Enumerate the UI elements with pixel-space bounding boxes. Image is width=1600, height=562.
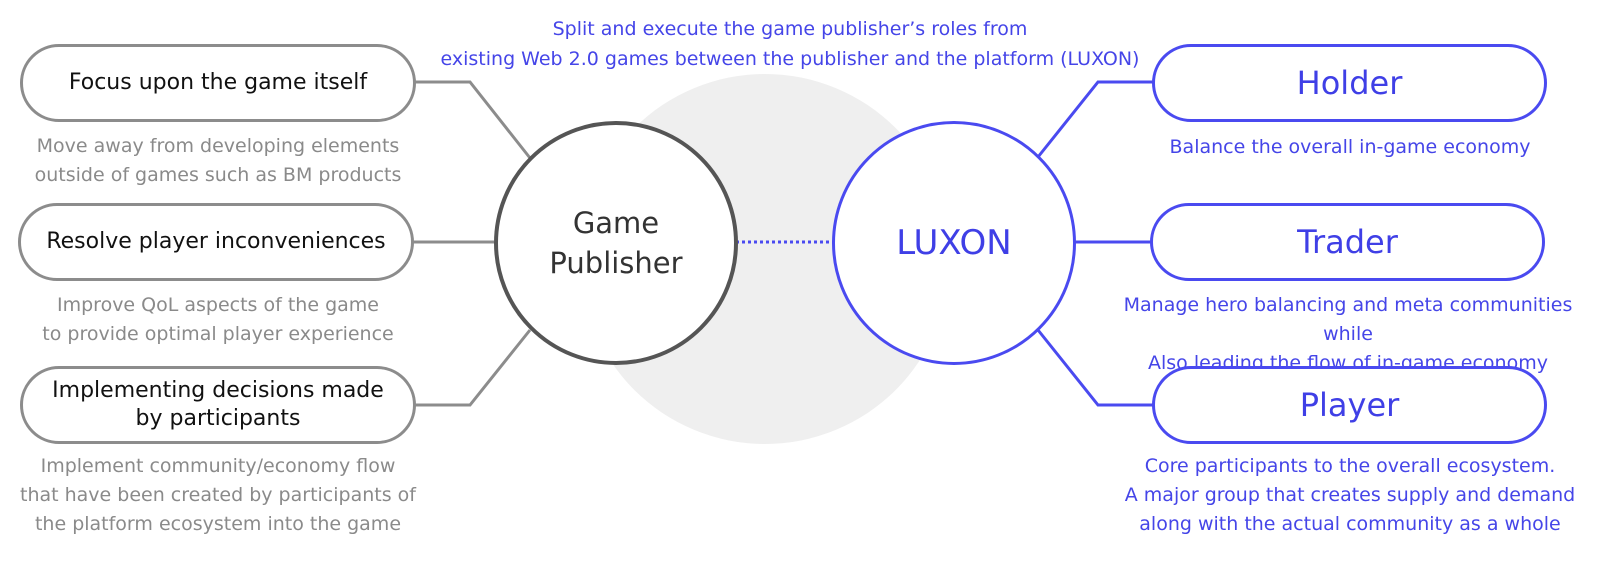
left-desc-resolve: Improve QoL aspects of the game to provi… <box>20 291 416 349</box>
left-desc-focus: Move away from developing elements outsi… <box>20 132 416 190</box>
connector-right-1 <box>1036 80 1155 158</box>
holder-label: Holder <box>1296 64 1403 102</box>
connector-right-3 <box>1036 329 1155 407</box>
left-pill-label: Focus upon the game itself <box>68 70 368 95</box>
left-pill-focus: Focus upon the game itself <box>20 44 416 122</box>
desc-line: along with the actual community as a who… <box>1139 513 1561 535</box>
luxon-circle: LUXON <box>832 121 1076 365</box>
desc-line: that have been created by participants o… <box>20 484 416 506</box>
right-pill-player: Player <box>1152 366 1547 444</box>
publisher-line-2: Publisher <box>549 246 683 280</box>
left-pill-label: Resolve player inconveniences <box>46 229 386 254</box>
desc-line: Implement community/economy flow <box>40 455 396 477</box>
title-line-2: existing Web 2.0 games between the publi… <box>440 48 1140 70</box>
left-pill-label: by participants <box>135 406 301 431</box>
desc-line: Move away from developing elements <box>36 135 400 157</box>
title-line-1: Split and execute the game publisher’s r… <box>552 18 1028 40</box>
desc-line: A major group that creates supply and de… <box>1124 484 1576 506</box>
trader-label: Trader <box>1297 223 1398 261</box>
left-pill-implement: Implementing decisions made by participa… <box>20 366 416 444</box>
publisher-line-1: Game <box>572 206 660 240</box>
left-pill-label: Implementing decisions made <box>52 378 384 403</box>
desc-line: Balance the overall in-game economy <box>1169 136 1531 158</box>
left-pill-resolve: Resolve player inconveniences <box>18 203 414 281</box>
diagram-title: Split and execute the game publisher’s r… <box>400 14 1180 74</box>
right-pill-trader: Trader <box>1150 203 1545 281</box>
right-pill-holder: Holder <box>1152 44 1547 122</box>
desc-line: Manage hero balancing and meta communiti… <box>1123 294 1573 345</box>
left-desc-implement: Implement community/economy flow that ha… <box>14 452 422 539</box>
game-publisher-circle: Game Publisher <box>494 121 738 365</box>
right-desc-player: Core participants to the overall ecosyst… <box>1100 452 1600 539</box>
connector-left-3 <box>408 329 532 407</box>
right-desc-trader: Manage hero balancing and meta communiti… <box>1096 291 1600 378</box>
desc-line: Improve QoL aspects of the game <box>57 294 379 316</box>
desc-line: Core participants to the overall ecosyst… <box>1144 455 1556 477</box>
luxon-label: LUXON <box>896 223 1012 263</box>
desc-line: outside of games such as BM products <box>34 164 402 186</box>
connector-left-1 <box>408 80 532 159</box>
right-desc-holder: Balance the overall in-game economy <box>1100 133 1600 162</box>
desc-line: to provide optimal player experience <box>42 323 394 345</box>
desc-line: the platform ecosystem into the game <box>34 513 402 535</box>
player-label: Player <box>1299 386 1400 424</box>
